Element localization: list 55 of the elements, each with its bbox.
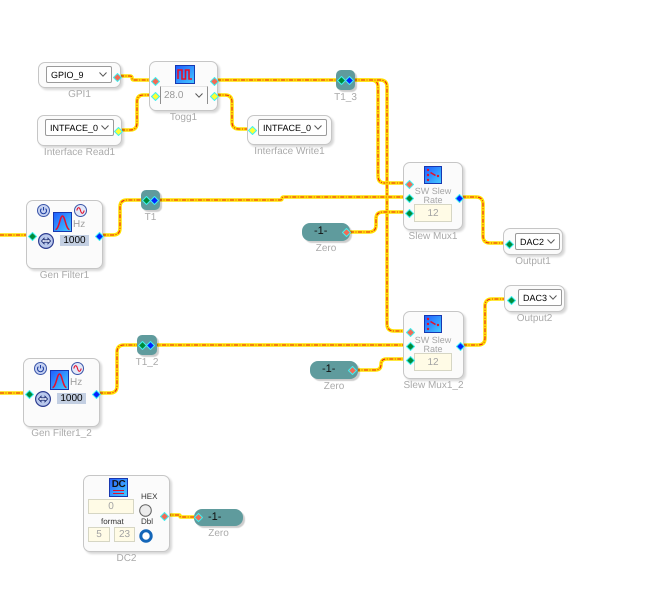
block-caption: Gen Filter1_2 bbox=[31, 428, 92, 440]
constant-value: -1- bbox=[208, 511, 222, 524]
block-caption: Output2 bbox=[516, 313, 552, 325]
signal-wire bbox=[158, 195, 404, 202]
signal-wire bbox=[0, 233, 27, 237]
block-caption: Interface Read1 bbox=[44, 147, 116, 159]
block-caption: Slew Mux1 bbox=[408, 231, 458, 243]
signal-wire bbox=[217, 93, 247, 131]
block-caption: T1 bbox=[144, 212, 156, 224]
field-label: format bbox=[101, 517, 124, 527]
block-caption: Zero bbox=[324, 381, 344, 393]
dropdown: INTFACE_0 bbox=[45, 119, 114, 136]
value-field: 5 bbox=[88, 527, 110, 542]
dropdown: INTFACE_0 bbox=[258, 119, 327, 136]
block-caption: Zero bbox=[208, 528, 229, 540]
signal-wire bbox=[356, 357, 405, 372]
dropdown: DAC2 bbox=[515, 233, 560, 250]
block-caption: Zero bbox=[316, 243, 336, 255]
signal-wire bbox=[217, 78, 337, 82]
value-field: 0 bbox=[88, 499, 134, 514]
option-label: Dbl bbox=[141, 517, 154, 527]
dropdown: GPIO_9 bbox=[46, 66, 112, 83]
block-caption: Interface Write1 bbox=[254, 146, 325, 158]
block-caption: Slew Mux1_2 bbox=[403, 380, 464, 392]
block-caption: DC2 bbox=[116, 553, 136, 565]
dropdown: DAC3 bbox=[518, 289, 562, 306]
block-caption: Output1 bbox=[515, 256, 551, 268]
signal-wire bbox=[99, 343, 138, 395]
block-label: SW Slew Rate bbox=[414, 336, 452, 354]
dropdown: 28.0 bbox=[160, 86, 208, 104]
option-label: HEX bbox=[141, 492, 158, 502]
value-field: 12 bbox=[414, 204, 452, 222]
constant-value: -1- bbox=[314, 225, 328, 238]
signal-wire bbox=[353, 78, 405, 333]
signal-wire bbox=[120, 74, 150, 82]
block-caption: Togg1 bbox=[170, 112, 198, 124]
value-field: 23 bbox=[114, 527, 135, 542]
unit-label: Hz bbox=[70, 377, 82, 389]
constant-value: -1- bbox=[322, 363, 336, 376]
block-caption: Gen Filter1 bbox=[40, 270, 90, 282]
value-field: 1000 bbox=[60, 235, 89, 246]
value-field: 12 bbox=[414, 353, 452, 371]
block-caption: T1_3 bbox=[334, 92, 357, 104]
signal-wire bbox=[462, 195, 504, 245]
type-symbol: DC bbox=[109, 478, 128, 497]
unit-label: Hz bbox=[73, 219, 86, 231]
block-caption: T1_2 bbox=[136, 357, 158, 369]
block-label: SW Slew Rate bbox=[414, 187, 452, 205]
block-caption: GPI1 bbox=[68, 89, 91, 101]
signal-wire bbox=[121, 93, 150, 132]
value-field: 1000 bbox=[57, 393, 86, 404]
signal-wire bbox=[0, 391, 24, 395]
signal-wire bbox=[350, 210, 404, 234]
signal-wire bbox=[463, 297, 506, 347]
signal-wire bbox=[102, 198, 142, 237]
